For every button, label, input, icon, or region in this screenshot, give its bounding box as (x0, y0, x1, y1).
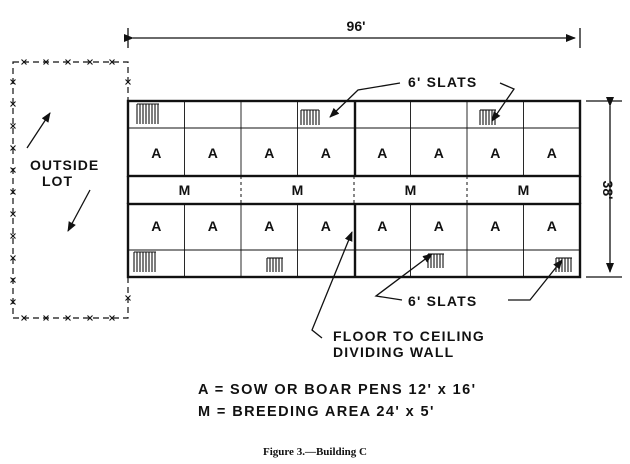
slat-mark (266, 257, 283, 272)
fence-post (65, 315, 71, 321)
pen-label: A (151, 145, 161, 161)
pen-label: A (321, 218, 331, 234)
aisle-label: M (405, 182, 417, 198)
fence-post-marks (10, 59, 131, 321)
fence-post (87, 315, 93, 321)
pen-label: A (547, 218, 557, 234)
fence-post (10, 189, 16, 195)
pen-label: A (208, 145, 218, 161)
outside-lot-arrow-up (26, 112, 51, 149)
fence-post (21, 315, 27, 321)
pen-label: A (434, 218, 444, 234)
slat-mark (427, 253, 444, 268)
leader-lines (26, 82, 563, 339)
slat-mark (136, 103, 159, 124)
width-dimension-label: 96' (347, 18, 366, 34)
fence-post (10, 123, 16, 129)
fence-post (125, 295, 131, 301)
fence-post (10, 211, 16, 217)
fence-post (43, 315, 49, 321)
slats-bottom-arrow-right (508, 259, 563, 301)
fence-post (10, 101, 16, 107)
fence-post (65, 59, 71, 65)
fence-post (109, 59, 115, 65)
aisle-label: M (179, 182, 191, 198)
fence-post (43, 59, 49, 65)
slats-top-arrow-right (491, 82, 515, 122)
width-dimension (124, 28, 581, 48)
fence-post (10, 145, 16, 151)
pen-label: A (208, 218, 218, 234)
fence-post (87, 59, 93, 65)
outside-lot-fence (12, 61, 129, 319)
legend-pens: A = SOW OR BOAR PENS 12' x 16' (198, 382, 477, 398)
height-dimension-label: 38' (600, 181, 616, 200)
slats-top-label: 6' SLATS (408, 74, 477, 90)
slats-bottom-arrow-left (374, 253, 433, 301)
slat-marks (133, 103, 572, 272)
outside-lot-label: OUTSIDE LOT (30, 157, 104, 189)
pen-label: A (264, 145, 274, 161)
slats-bottom-label: 6' SLATS (408, 293, 477, 309)
fence-post (10, 255, 16, 261)
pen-grid: A A A A A A A A A A A A A A A A (128, 101, 580, 277)
pen-label: A (547, 145, 557, 161)
fence-post (21, 59, 27, 65)
pen-label: A (490, 145, 500, 161)
fence-post (10, 79, 16, 85)
pen-label: A (264, 218, 274, 234)
pen-label: A (321, 145, 331, 161)
figure-caption: Figure 3.—Building C (262, 446, 367, 458)
pen-label: A (490, 218, 500, 234)
slat-mark (300, 109, 320, 125)
aisle-label: M (518, 182, 530, 198)
slat-mark (479, 109, 496, 125)
slat-mark (133, 251, 156, 272)
height-dimension (586, 97, 622, 278)
fence-post (10, 233, 16, 239)
fence-post (10, 299, 16, 305)
pen-label: A (434, 145, 444, 161)
pen-label: A (377, 218, 387, 234)
dividing-wall-arrow (311, 231, 353, 339)
pen-label: A (377, 145, 387, 161)
fence-post (109, 315, 115, 321)
pen-label: A (151, 218, 161, 234)
aisle-label: M (292, 182, 304, 198)
dividing-wall-label: FLOOR TO CEILING DIVIDING WALL (333, 328, 490, 360)
fence-post (125, 79, 131, 85)
legend-breeding-area: M = BREEDING AREA 24' x 5' (198, 404, 435, 420)
fence-post (10, 277, 16, 283)
slats-top-arrow-left (329, 82, 401, 118)
outside-lot-arrow-down (67, 189, 91, 232)
fence-post (10, 167, 16, 173)
